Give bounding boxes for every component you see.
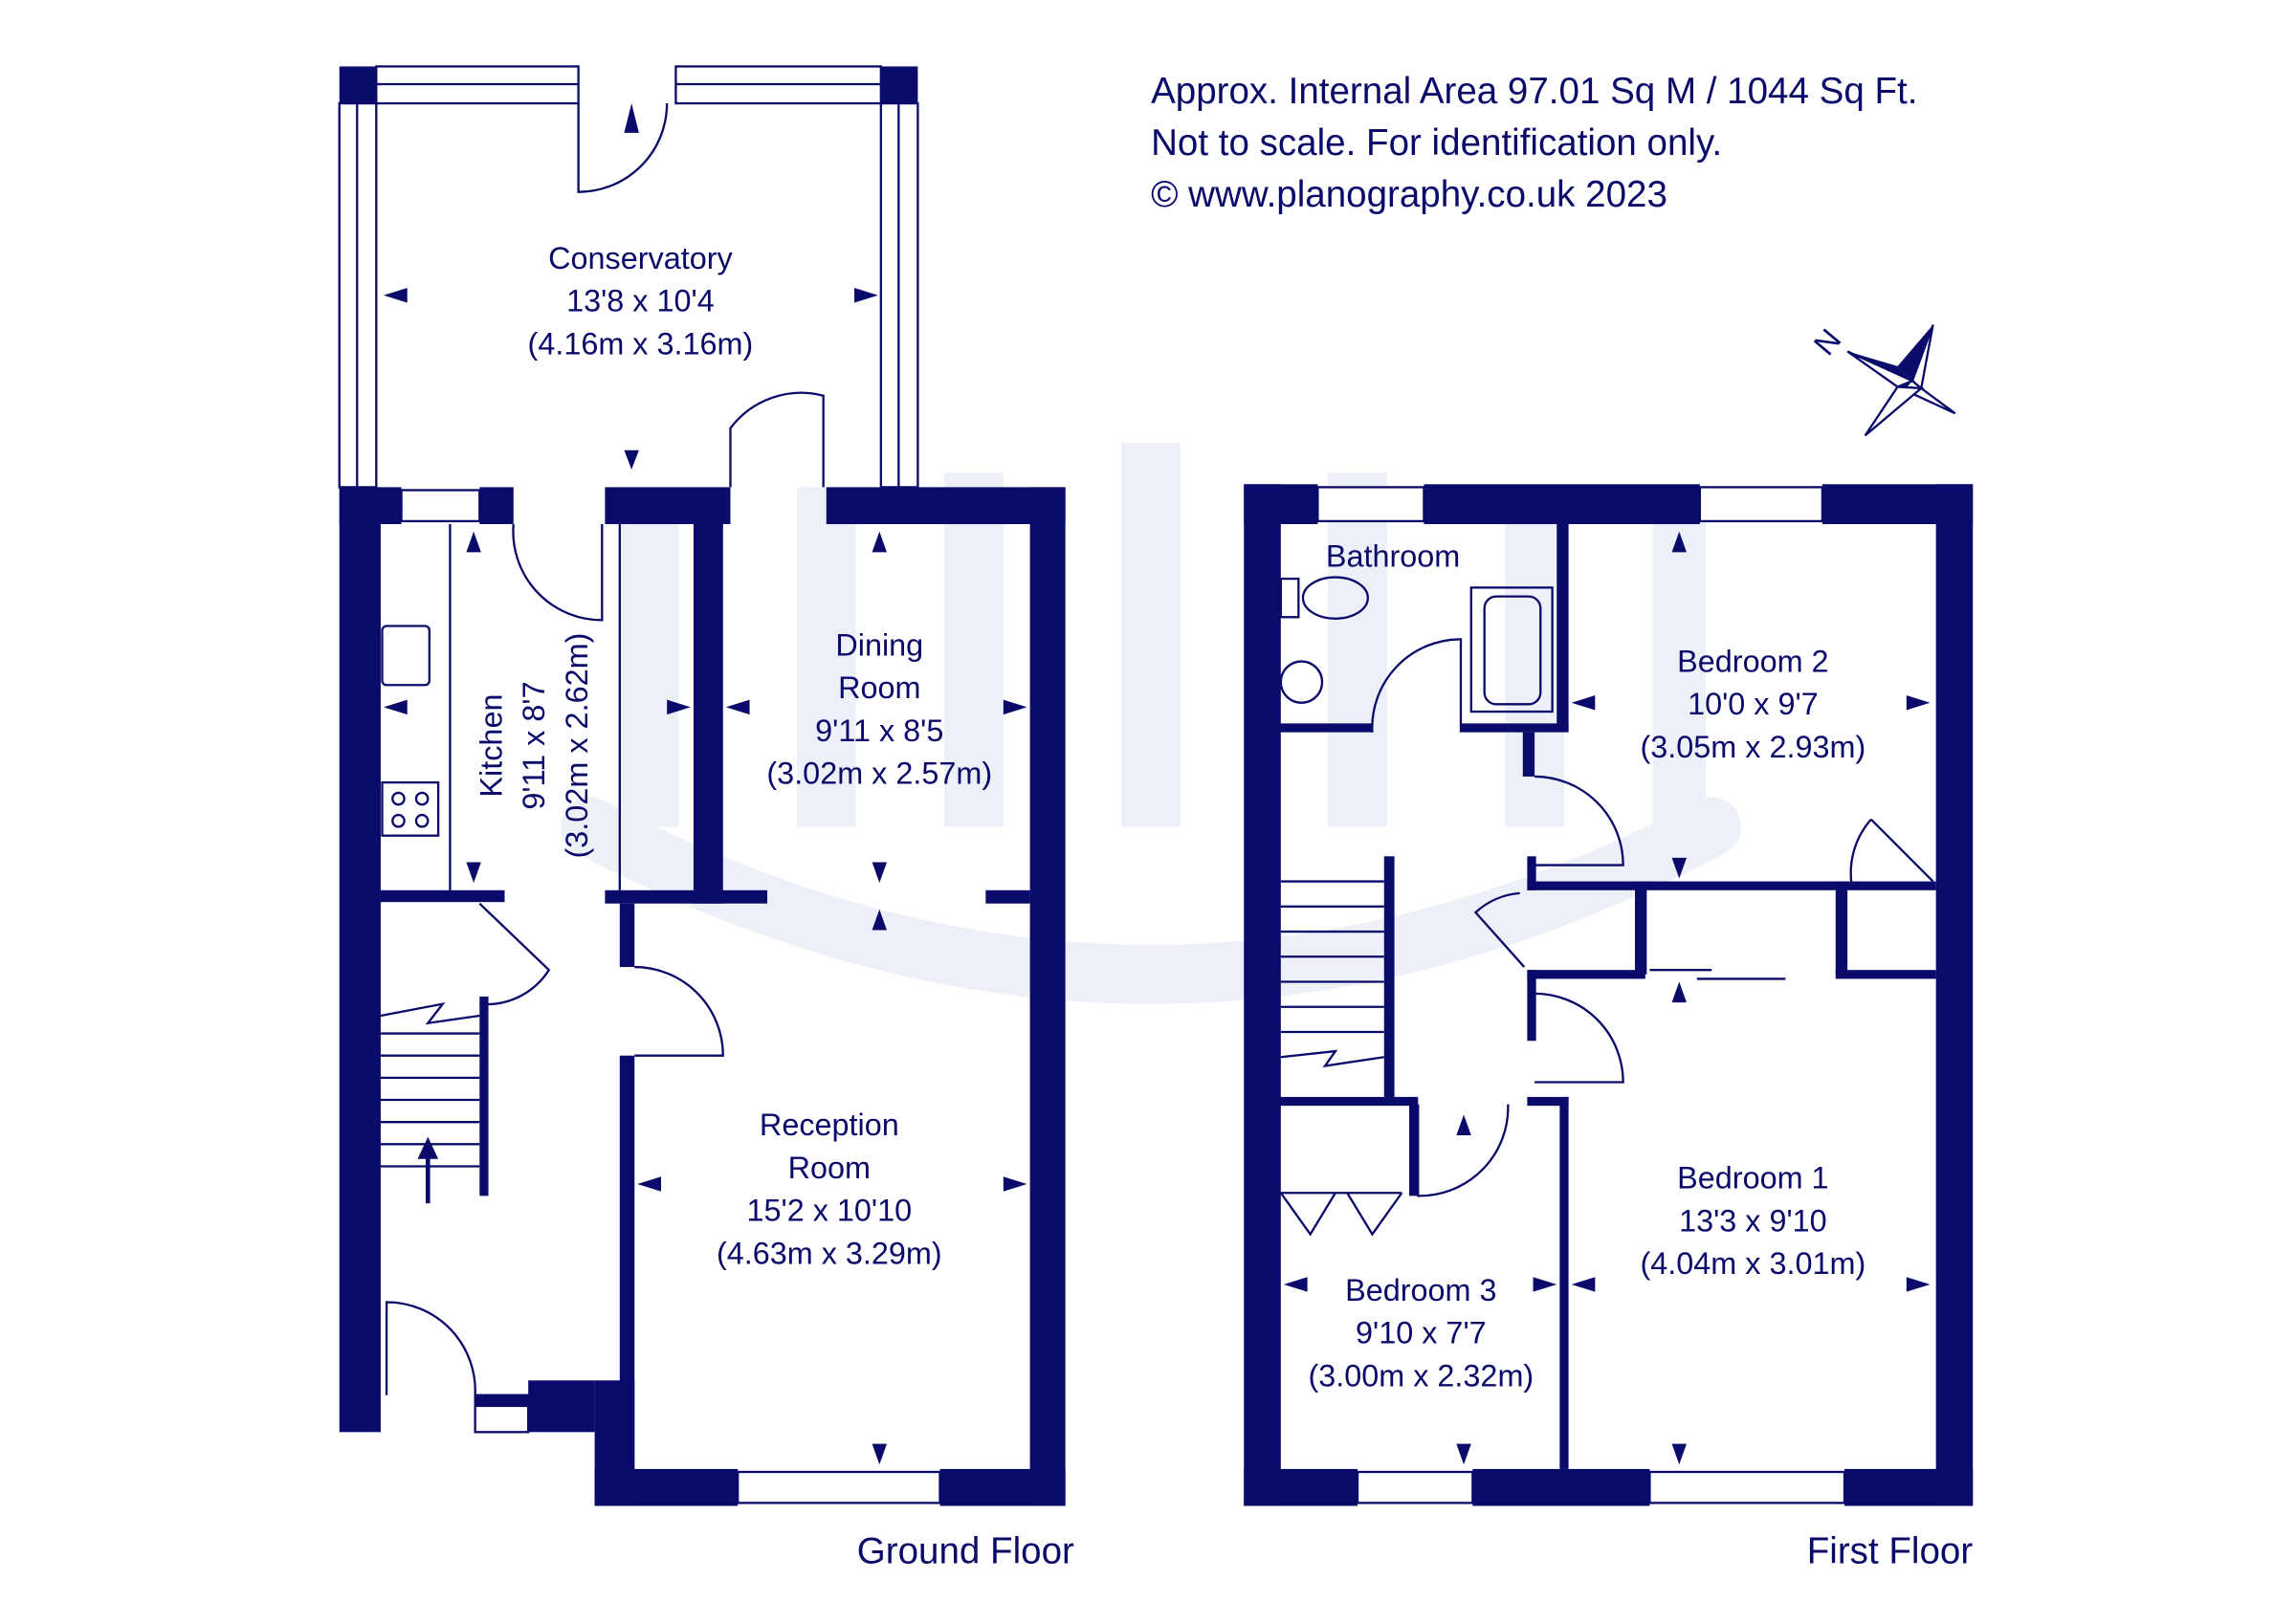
ground-floor-plan: Conservatory 13'8 x 10'4 (4.16m x 3.16m)… (338, 65, 1074, 1572)
room-bedroom-1: Bedroom 1 13'3 x 9'10 (4.04m x 3.01m) (1641, 1161, 1866, 1282)
room-dimensions-metric: (4.04m x 3.01m) (1641, 1246, 1866, 1281)
room-dimensions-imperial: 15'2 x 10'10 (747, 1194, 913, 1228)
room-name: Reception (760, 1108, 899, 1142)
room-conservatory: Conservatory 13'8 x 10'4 (4.16m x 3.16m) (528, 241, 754, 362)
compass-north-label: N (1807, 322, 1848, 362)
area-text: Approx. Internal Area 97.01 Sq M / 1044 … (1151, 71, 1917, 112)
room-name: Room (788, 1151, 871, 1185)
room-dimensions-imperial: 10'0 x 9'7 (1688, 687, 1819, 721)
room-dimensions-metric: (3.02m x 2.62m) (560, 633, 594, 859)
room-name: Kitchen (474, 693, 508, 797)
room-name: Bedroom 1 (1677, 1161, 1828, 1196)
room-name: Dining (835, 627, 923, 662)
room-bedroom-2: Bedroom 2 10'0 x 9'7 (3.05m x 2.93m) (1641, 644, 1866, 764)
room-name: Bedroom 2 (1677, 644, 1828, 678)
room-kitchen: Kitchen 9'11 x 8'7 (3.02m x 2.62m) (474, 633, 593, 859)
sink-icon (381, 625, 430, 687)
room-bedroom-3: Bedroom 3 9'10 x 7'7 (3.00m x 2.32m) (1308, 1273, 1534, 1394)
staircase (380, 1001, 480, 1204)
room-dimensions-imperial: 13'3 x 9'10 (1679, 1203, 1827, 1238)
room-dimensions-imperial: 9'11 x 8'5 (815, 713, 943, 748)
room-dimensions-metric: (3.05m x 2.93m) (1641, 730, 1866, 764)
room-dimensions-metric: (3.02m x 2.57m) (766, 757, 992, 791)
room-dimensions-metric: (3.00m x 2.32m) (1308, 1358, 1534, 1393)
watermark-logo (561, 443, 1742, 1004)
header-text: Approx. Internal Area 97.01 Sq M / 1044 … (1151, 71, 1917, 215)
room-name: Room (838, 670, 920, 705)
dimension-arrows-first-floor (1283, 531, 1931, 1465)
room-reception-room: Reception Room 15'2 x 10'10 (4.63m x 3.2… (717, 1108, 942, 1270)
room-dimensions-imperial: 9'11 x 8'7 (517, 681, 551, 809)
room-dining-room: Dining Room 9'11 x 8'5 (3.02m x 2.57m) (766, 627, 992, 790)
room-dimensions-metric: (4.63m x 3.29m) (717, 1236, 942, 1270)
room-dimensions-imperial: 13'8 x 10'4 (566, 284, 715, 318)
room-bathroom: Bathroom (1326, 539, 1460, 574)
room-name: Bathroom (1326, 539, 1460, 574)
hob-icon (381, 780, 440, 837)
toilet-icon (1279, 576, 1369, 620)
room-name: Bedroom 3 (1345, 1273, 1496, 1307)
room-name: Conservatory (548, 241, 733, 275)
ground-floor-label: Ground Floor (857, 1531, 1074, 1572)
room-dimensions-imperial: 9'10 x 7'7 (1356, 1316, 1487, 1350)
room-dimensions-metric: (4.16m x 3.16m) (528, 326, 754, 361)
staircase-first-floor (1280, 880, 1384, 1068)
copyright-text: © www.planography.co.uk 2023 (1151, 174, 1667, 215)
disclaimer-text: Not to scale. For identification only. (1151, 122, 1722, 164)
first-floor-label: First Floor (1807, 1531, 1974, 1572)
compass-icon: N (1807, 322, 1956, 437)
bath-icon (1469, 586, 1554, 713)
basin-icon (1279, 660, 1324, 704)
first-floor-plan: Bathroom Bedroom 2 10'0 x 9'7 (3.05m x 2… (1244, 484, 1974, 1572)
dimension-arrows (384, 103, 1027, 1465)
